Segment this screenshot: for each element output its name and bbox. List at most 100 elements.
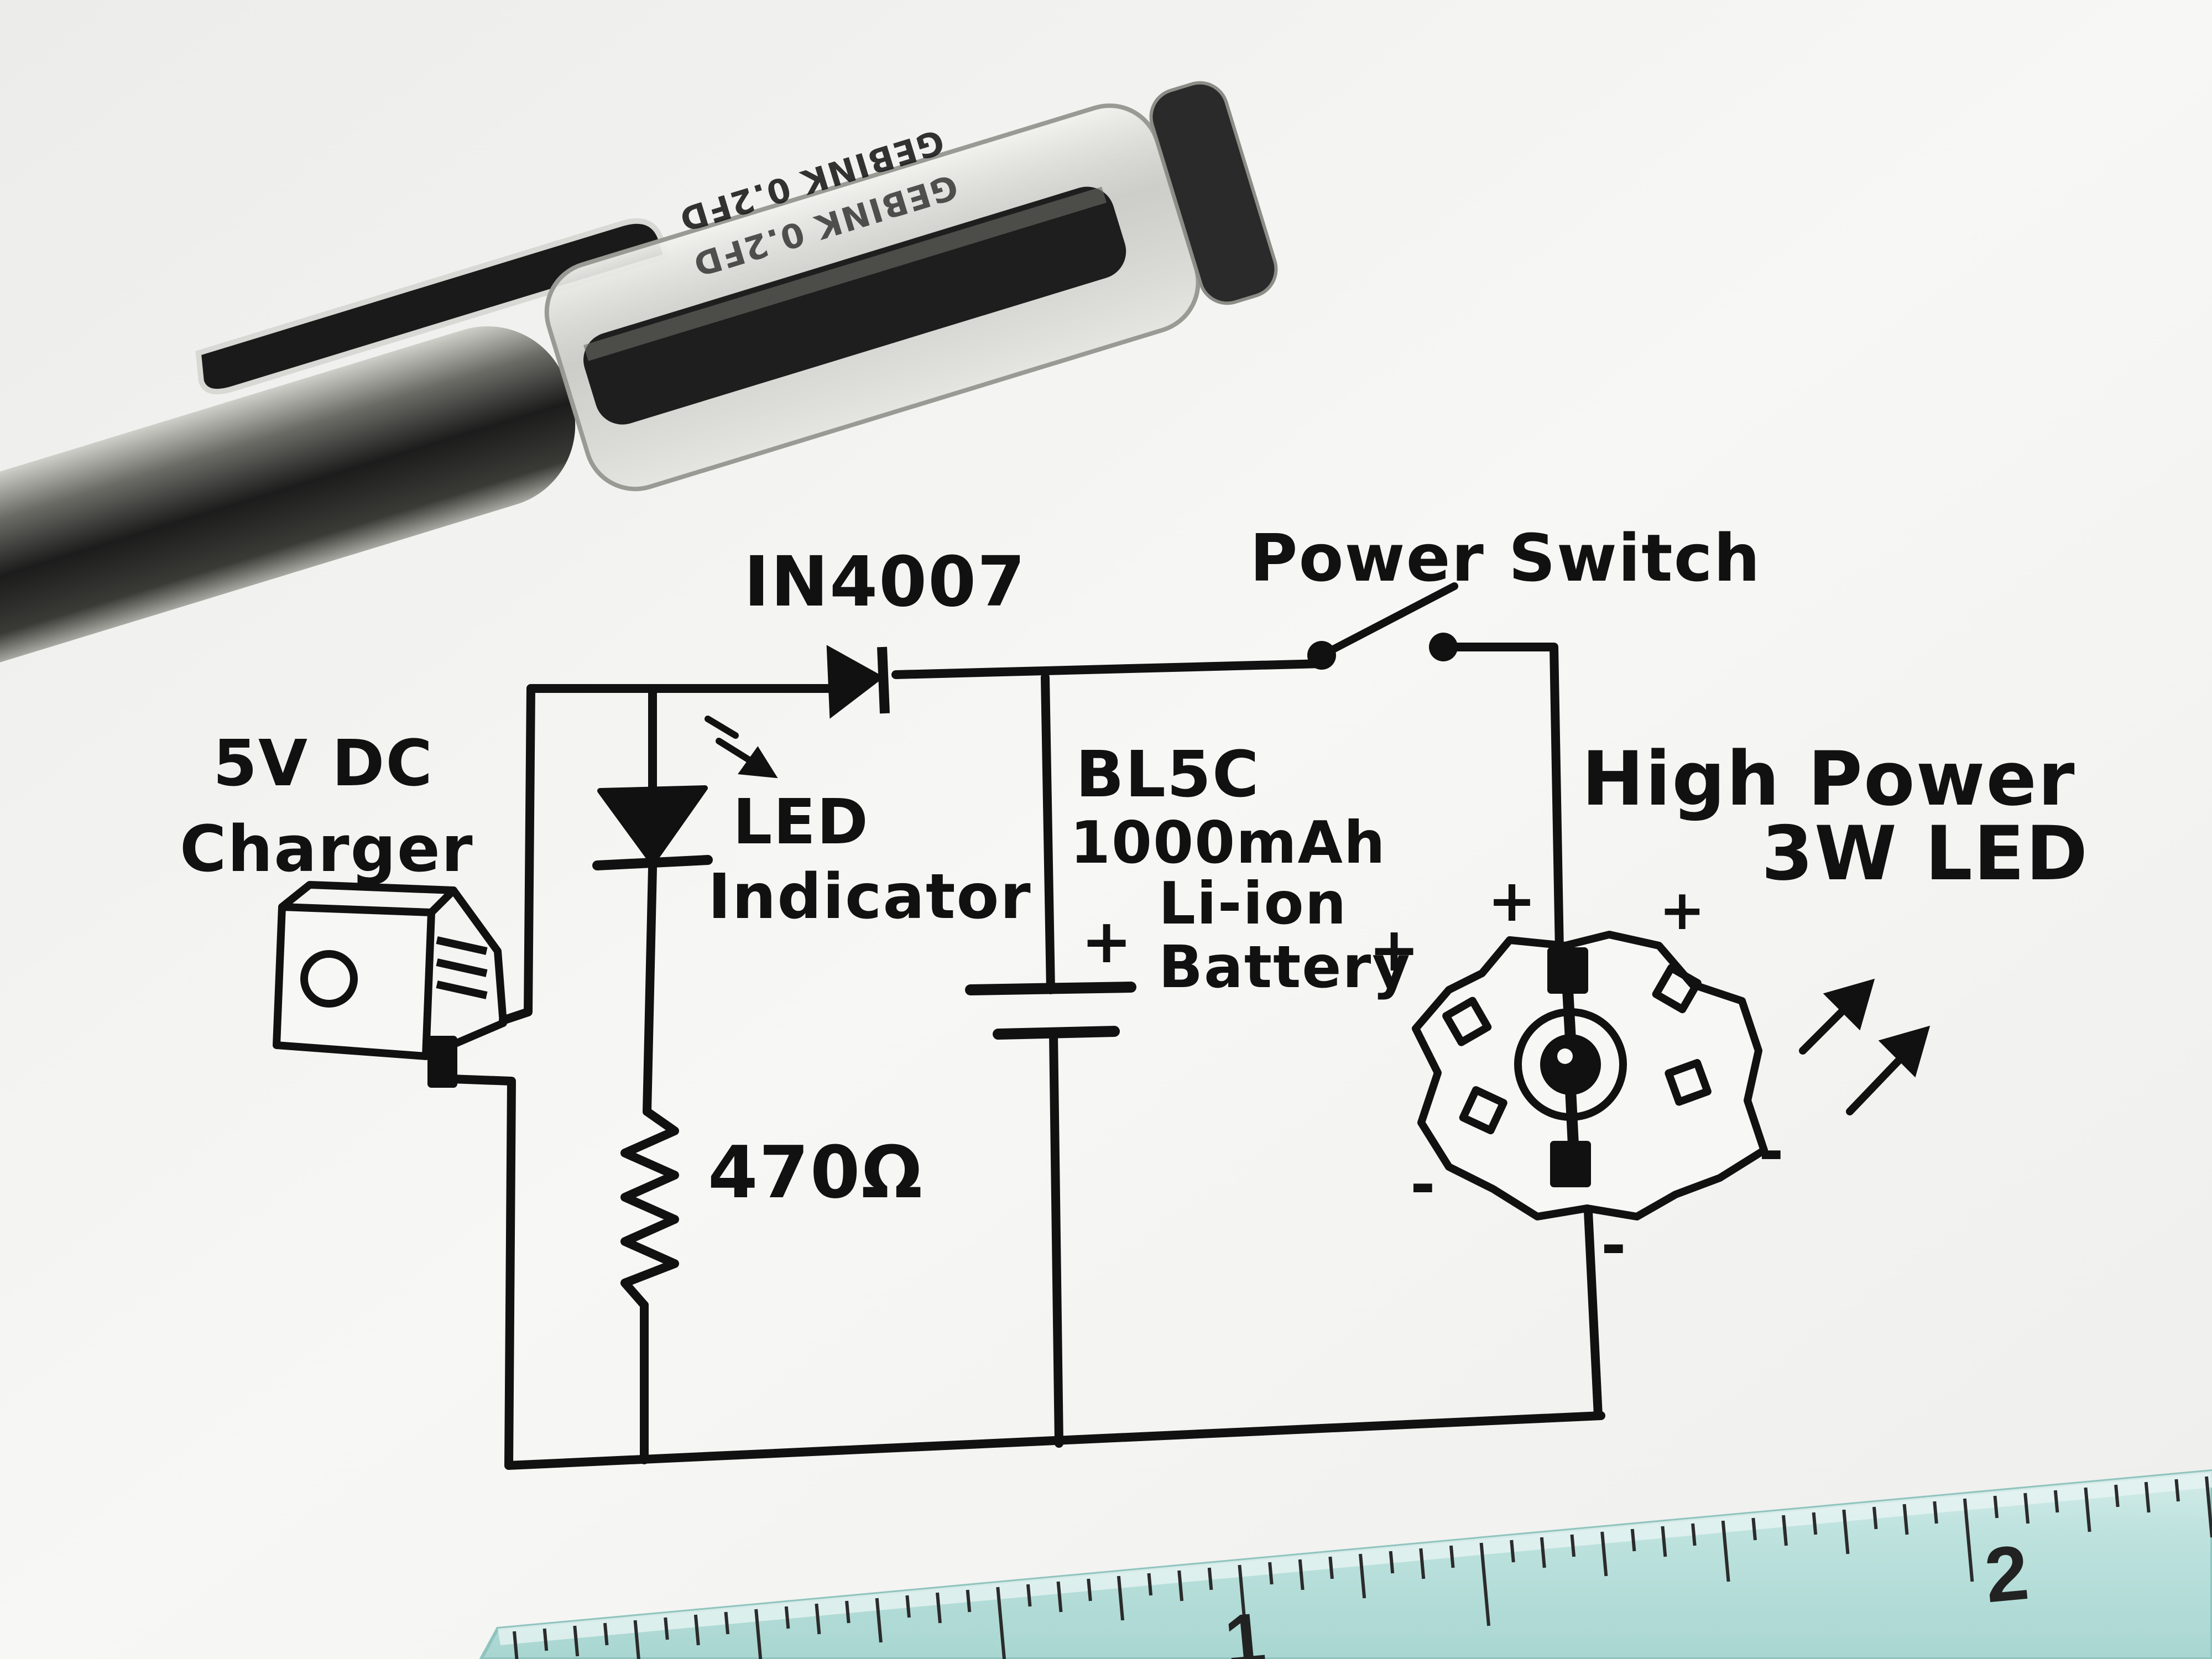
ruler-tick <box>1026 1584 1032 1607</box>
ruler-tick <box>936 1592 942 1624</box>
ruler-tick <box>1993 1495 1999 1519</box>
ruler-tick <box>1721 1520 1730 1582</box>
ruler-tick <box>754 1609 763 1659</box>
led-indicator-label-line1: LED <box>733 786 869 858</box>
ruler-tick <box>996 1587 1006 1659</box>
wire-top-right <box>891 659 1326 679</box>
ruler-tick <box>1117 1575 1125 1621</box>
battery-label-line4: Battery <box>1159 933 1411 1001</box>
wire-battery-bottom <box>1049 1030 1063 1448</box>
ruler-number-2: 2 <box>1981 1528 2032 1619</box>
high-power-led-label-line1: High Power <box>1582 735 2076 822</box>
led-indicator-label-line2: Indicator <box>708 861 1032 933</box>
ruler-tick <box>2205 1476 2212 1538</box>
ruler-ticks <box>513 1476 2212 1659</box>
led-indicator-symbol <box>592 716 778 870</box>
ruler-tick <box>1600 1531 1608 1577</box>
led-minus-left: - <box>1410 1149 1437 1220</box>
ruler-tick <box>905 1595 911 1618</box>
ruler-tick <box>513 1631 519 1659</box>
ruler-tick <box>1963 1498 1974 1582</box>
ruler-tick <box>1238 1564 1247 1626</box>
ruler-tick <box>845 1600 851 1624</box>
ruler-tick <box>2023 1493 2030 1524</box>
ruler-tick <box>1177 1570 1184 1601</box>
high-power-led-label-line2: 3W LED <box>1761 810 2089 897</box>
ruler-tick <box>1751 1517 1757 1541</box>
ruler-tick <box>2174 1479 2180 1502</box>
ruler-tick <box>1902 1504 1909 1535</box>
ruler-tick <box>875 1598 883 1643</box>
switch-label: Power Switch <box>1250 520 1761 596</box>
battery-symbol <box>965 982 1136 1040</box>
charger-label-line2: Charger <box>180 812 474 886</box>
wire-switch-out <box>1439 643 1564 956</box>
wire-battery-top <box>1041 673 1055 994</box>
resistor-label: 470Ω <box>708 1130 924 1214</box>
ruler-tick <box>1389 1551 1395 1574</box>
ruler-tick <box>1661 1526 1667 1557</box>
ruler-tick <box>815 1603 821 1635</box>
ruler-tick <box>664 1617 669 1640</box>
ruler-tick <box>966 1589 972 1613</box>
ruler-tick <box>693 1614 700 1646</box>
ruler-tick <box>1056 1581 1063 1613</box>
ruler-tick <box>1630 1528 1636 1552</box>
battery-label-line3: Li-ion <box>1159 870 1347 937</box>
ruler-number-1: 1 <box>1222 1597 1269 1659</box>
high-power-led-star <box>1412 931 1768 1220</box>
ruler: 1 2 <box>479 1469 2212 1659</box>
ruler-tick <box>1842 1509 1850 1554</box>
ruler-tick <box>603 1623 609 1646</box>
led-plus-top: + <box>1488 867 1537 935</box>
ruler-tick <box>573 1625 580 1657</box>
wire-charger-negative <box>432 1074 516 1470</box>
battery-plus-right: + <box>1369 914 1421 985</box>
pen-barrel <box>0 326 576 735</box>
ruler-tick <box>1298 1559 1305 1590</box>
battery-label-line1: BL5C <box>1076 738 1260 812</box>
pen-refill <box>583 186 1126 425</box>
ruler-tick <box>784 1606 790 1629</box>
ruler-tick <box>1359 1553 1366 1599</box>
ruler-tick <box>1479 1542 1491 1626</box>
ruler-tick <box>1419 1548 1426 1579</box>
ruler-tick <box>1570 1534 1576 1557</box>
wire-led-negative <box>1583 1185 1603 1420</box>
battery-plus-left: + <box>1081 906 1133 977</box>
ruler-tick <box>1328 1556 1334 1579</box>
led-minus-right: - <box>1759 1116 1785 1187</box>
dc-charger-jack <box>273 881 507 1088</box>
ruler-tick <box>1933 1501 1938 1524</box>
ruler-tick <box>1147 1573 1153 1596</box>
ruler-tick <box>1812 1512 1818 1535</box>
ruler-tick <box>1087 1578 1092 1601</box>
led-minus-bottom: - <box>1601 1210 1627 1281</box>
ruler-tick <box>1872 1506 1878 1530</box>
high-power-led-arrows <box>1799 978 1931 1115</box>
power-switch <box>1307 582 1458 670</box>
ruler-tick <box>1691 1523 1697 1546</box>
ruler-tick <box>1268 1562 1274 1585</box>
ruler-tick <box>2114 1484 2120 1507</box>
ruler-tick <box>1207 1567 1213 1590</box>
ruler-tick <box>2053 1490 2059 1513</box>
led-plus-right: + <box>1659 878 1707 942</box>
resistor-470-ohm <box>620 1107 679 1310</box>
ruler-tick <box>633 1620 640 1659</box>
diode-1n4007 <box>826 645 890 719</box>
circuit-wires <box>432 643 1605 1470</box>
ruler-tick <box>1510 1540 1515 1563</box>
ruler-tick <box>1449 1545 1455 1568</box>
battery-label-line2: 1000mAh <box>1070 809 1386 877</box>
diode-label: IN4007 <box>744 542 1026 622</box>
charger-label-line1: 5V DC <box>213 727 434 801</box>
ruler-tick <box>1540 1537 1546 1568</box>
pen-cap-end <box>1149 81 1278 305</box>
ruler-tick <box>542 1628 549 1651</box>
ruler-tick <box>1782 1515 1788 1546</box>
wire-indicator-mid <box>643 864 657 1116</box>
ruler-tick <box>724 1611 730 1635</box>
wire-charger-positive <box>499 684 535 1025</box>
